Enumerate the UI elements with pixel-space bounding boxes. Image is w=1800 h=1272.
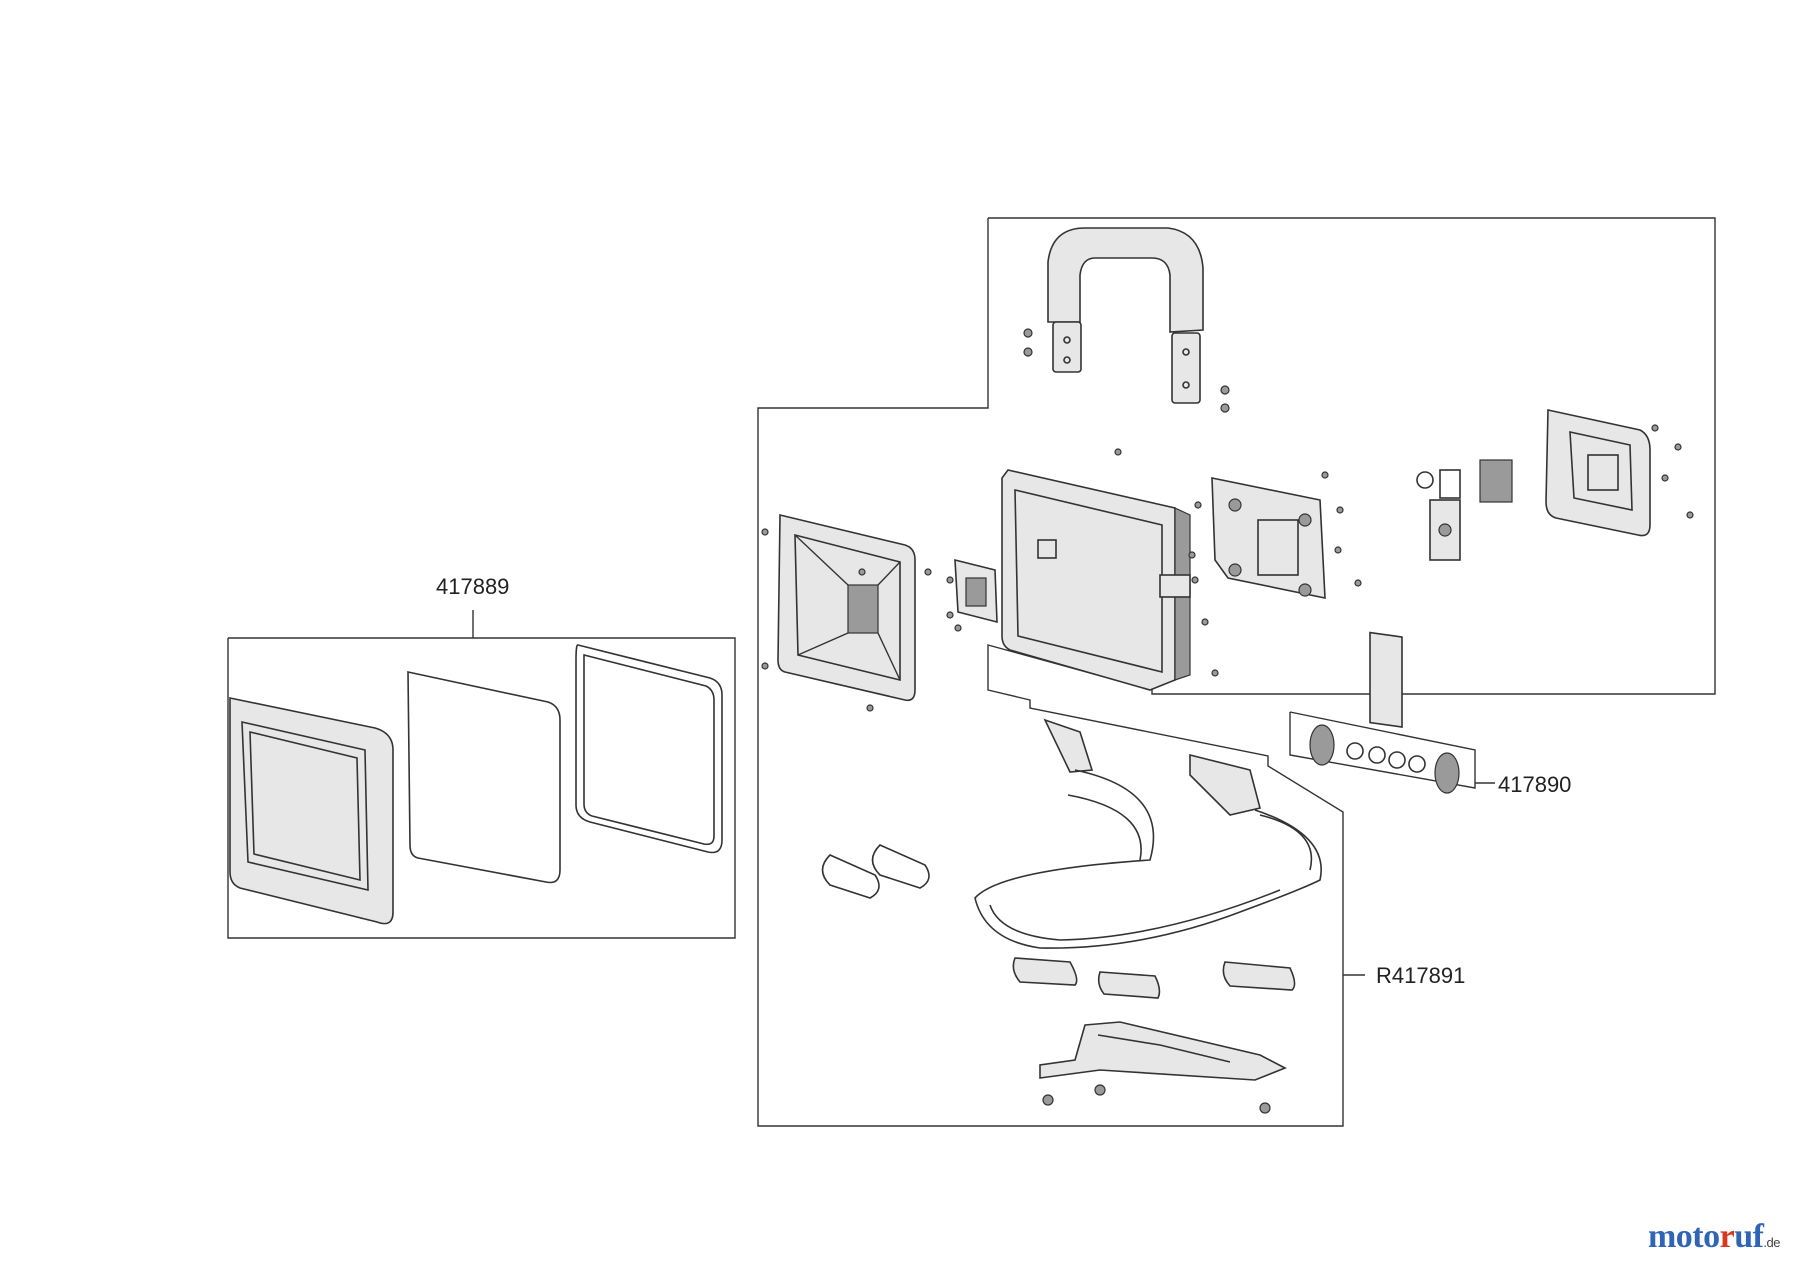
stand-frame [974,718,1322,949]
brand-tld: .de [1763,1235,1780,1250]
back-plate [1211,477,1326,599]
label-stand-kit: R417891 [1376,963,1466,988]
base-bracket [1039,1021,1287,1081]
brand-part-3: uf [1734,1218,1764,1255]
base-screws [1042,1084,1271,1114]
carry-handle [1023,227,1230,413]
reflector-frame [777,513,916,702]
lens-gasket [575,644,723,854]
screws [761,424,1694,712]
front-bezel [229,697,394,925]
switch-kit-group [1289,711,1495,794]
diffuser-glass [407,671,561,884]
rubber-feet [1012,957,1296,999]
brand-logo: motoruf.de [1647,1218,1781,1256]
lamp-housing [1001,469,1191,691]
switch-parts [1369,459,1513,728]
label-lens-kit: 417889 [436,574,510,599]
switch-window [954,558,998,624]
rear-mount-plate [1545,409,1651,537]
brand-part-1: moto [1647,1218,1720,1255]
stand-kit-outline [757,217,1716,1127]
brand-part-2: r [1719,1218,1735,1255]
label-switch-kit: 417890 [1498,772,1572,797]
lens-kit-group [227,610,736,939]
stand-clips [821,844,930,899]
